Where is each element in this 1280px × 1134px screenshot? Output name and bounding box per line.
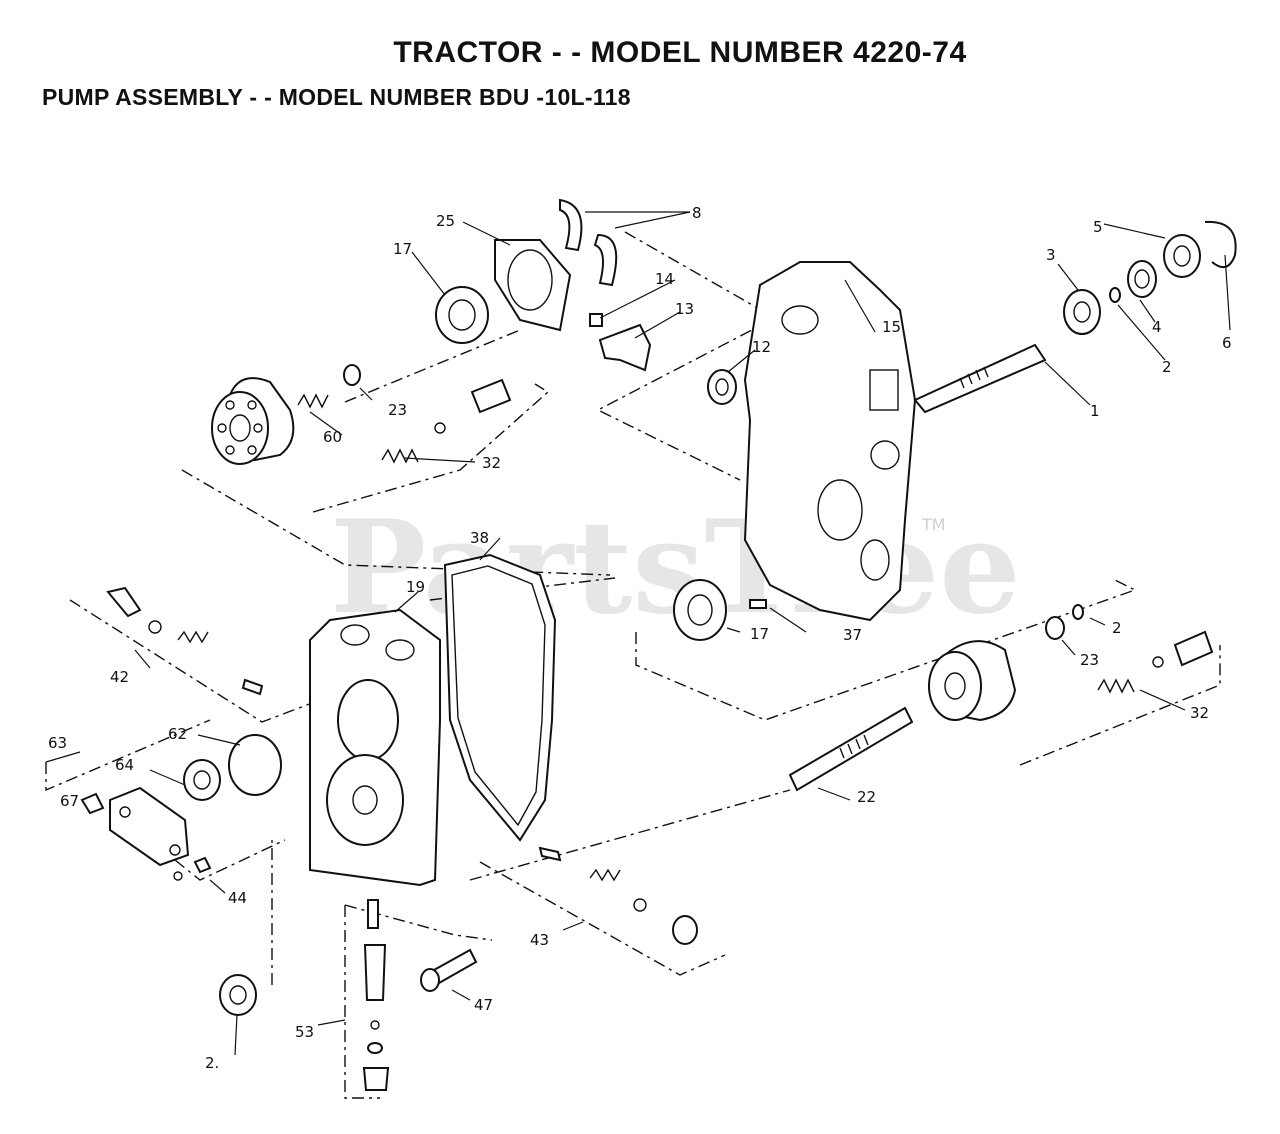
pin-14: [589, 313, 603, 327]
relief-valve-43: [538, 846, 698, 945]
callout-63: 63: [48, 734, 67, 752]
outline-42: [69, 599, 321, 723]
bearing-3: [1063, 289, 1101, 335]
callout-labels: 1 2 2 2. 3 4 5 6 8 12 13 14 15 17 17 19 …: [48, 204, 1232, 1072]
outline-63: [45, 719, 211, 792]
callout-17-upper: 17: [393, 240, 412, 258]
diagram-subtitle: PUMP ASSEMBLY - - MODEL NUMBER BDU -10L-…: [42, 84, 631, 110]
outline-43: [479, 861, 726, 976]
callout-2-right: 2: [1112, 619, 1122, 637]
gasket-38: [443, 553, 557, 842]
callout-1: 1: [1090, 402, 1100, 420]
cylinder-block-lower: [928, 640, 1017, 722]
callout-8: 8: [692, 204, 702, 222]
shaft-22: [788, 706, 914, 792]
dowel-37: [749, 599, 767, 609]
callout-23-lower: 23: [1080, 651, 1099, 669]
callout-25: 25: [436, 212, 455, 230]
bolt-47: [420, 948, 478, 992]
callout-19: 19: [406, 578, 425, 596]
callout-15: 15: [882, 318, 901, 336]
pin-44: [173, 856, 212, 881]
trunnion-arm-13: [598, 323, 652, 372]
watermark-trademark: TM: [921, 515, 946, 534]
callout-12: 12: [752, 338, 771, 356]
callout-47: 47: [474, 996, 493, 1014]
washer-23-upper: [343, 364, 361, 386]
callout-42: 42: [110, 668, 129, 686]
check-valve-32-upper: [381, 378, 512, 464]
callout-17-lower: 17: [750, 625, 769, 643]
callout-44: 44: [228, 889, 247, 907]
callout-6: 6: [1222, 334, 1232, 352]
callout-4: 4: [1152, 318, 1162, 336]
callout-62: 62: [168, 725, 187, 743]
callout-2-bottom: 2.: [205, 1054, 219, 1072]
diagram-title: TRACTOR - - MODEL NUMBER 4220-74: [393, 36, 967, 69]
outline-44: [174, 839, 286, 881]
valve-stack-53: [362, 899, 390, 1091]
swashplate-25: [494, 239, 572, 332]
plug-42: [106, 586, 264, 696]
axis-shaft-22: [469, 789, 791, 881]
washer-4: [1127, 260, 1157, 298]
gerotor-64: [183, 759, 221, 801]
callout-60: 60: [323, 428, 342, 446]
outline-right-right: [1019, 645, 1221, 766]
callout-2-upper: 2: [1162, 358, 1172, 376]
washer-23-lower: [1045, 616, 1065, 640]
outline-top: [596, 231, 777, 481]
callout-13: 13: [675, 300, 694, 318]
callout-32-upper: 32: [482, 454, 501, 472]
check-valve-32-lower: [1097, 630, 1214, 694]
bearing-5: [1163, 234, 1201, 278]
bolt-67: [80, 792, 105, 815]
thrust-pads-8: [559, 198, 618, 287]
callout-53: 53: [295, 1023, 314, 1041]
seal-2-bottom: [219, 974, 257, 1016]
pump-housing-15: [743, 261, 917, 622]
callout-43: 43: [530, 931, 549, 949]
end-cap-19: [309, 608, 441, 887]
oring-2-upper: [1109, 287, 1121, 303]
callout-14: 14: [655, 270, 674, 288]
shaft-1: [913, 343, 1047, 414]
seal-17-lower: [673, 579, 727, 641]
callout-64: 64: [115, 756, 134, 774]
seal-17-upper: [435, 286, 489, 344]
outline-53: [344, 905, 380, 1099]
callout-37: 37: [843, 626, 862, 644]
spring-60: [297, 393, 329, 409]
callout-67: 67: [60, 792, 79, 810]
callout-23-upper: 23: [388, 401, 407, 419]
callout-38: 38: [470, 529, 489, 547]
callout-22: 22: [857, 788, 876, 806]
oring-62: [228, 734, 282, 796]
charge-cover-63: [109, 786, 190, 867]
seal-12: [707, 369, 737, 405]
leader-lines: [45, 211, 1231, 1056]
cylinder-block-upper: [211, 377, 295, 465]
callout-3: 3: [1046, 246, 1056, 264]
axis-block-upper: [344, 329, 521, 403]
callout-5: 5: [1093, 218, 1103, 236]
outline-upper-left-2: [312, 383, 550, 513]
callout-32-lower: 32: [1190, 704, 1209, 722]
oring-2-right: [1072, 604, 1084, 620]
snap-ring-6: [1204, 220, 1237, 269]
